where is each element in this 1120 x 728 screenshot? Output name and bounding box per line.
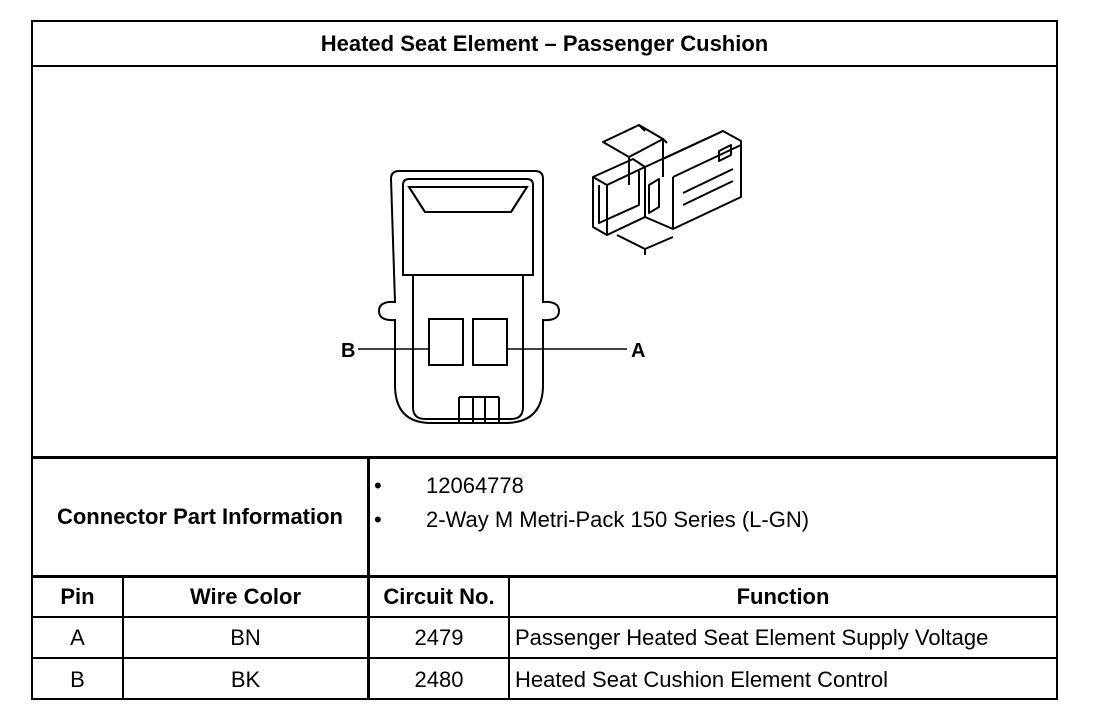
circuit-no-cell: 2480: [370, 659, 510, 700]
table-row: B BK 2480 Heated Seat Cushion Element Co…: [33, 659, 1056, 700]
pin-b-callout: B: [341, 340, 355, 362]
connector-sheet: Heated Seat Element – Passenger Cushion: [31, 20, 1058, 700]
connector-info-list: • 12064778 • 2-Way M Metri-Pack 150 Seri…: [370, 459, 1056, 575]
pin-table: Pin Wire Color Circuit No. Function A BN…: [33, 578, 1056, 700]
pin-cell: B: [33, 659, 124, 700]
connector-3d-icon: [592, 124, 742, 255]
page-title: Heated Seat Element – Passenger Cushion: [33, 22, 1056, 67]
circuit-no-cell: 2479: [370, 618, 510, 657]
connector-info-label: Connector Part Information: [33, 459, 370, 575]
table-header-row: Pin Wire Color Circuit No. Function: [33, 578, 1056, 618]
header-wire-color: Wire Color: [124, 578, 370, 616]
connector-face-icon: [377, 170, 561, 424]
header-circuit-no: Circuit No.: [370, 578, 510, 616]
bullet-icon: •: [374, 473, 382, 498]
part-number: 12064778: [426, 473, 524, 498]
function-cell: Passenger Heated Seat Element Supply Vol…: [515, 624, 989, 650]
connector-type-item: • 2-Way M Metri-Pack 150 Series (L-GN): [374, 507, 810, 533]
wire-color-cell: BN: [124, 618, 370, 657]
wire-color-cell: BK: [124, 659, 370, 700]
header-pin: Pin: [33, 578, 124, 616]
header-function: Function: [736, 584, 830, 609]
bullet-icon: •: [374, 507, 382, 532]
pin-a-callout: A: [631, 340, 645, 362]
connector-part-info: Connector Part Information • 12064778 • …: [33, 459, 1056, 578]
table-row: A BN 2479 Passenger Heated Seat Element …: [33, 618, 1056, 659]
part-number-item: • 12064778: [374, 473, 524, 499]
connector-drawing: B A: [341, 124, 742, 424]
function-cell: Heated Seat Cushion Element Control: [515, 666, 888, 692]
connector-figure: B A: [33, 67, 1056, 459]
pin-cell: A: [33, 618, 124, 657]
connector-type: 2-Way M Metri-Pack 150 Series (L-GN): [426, 507, 810, 532]
